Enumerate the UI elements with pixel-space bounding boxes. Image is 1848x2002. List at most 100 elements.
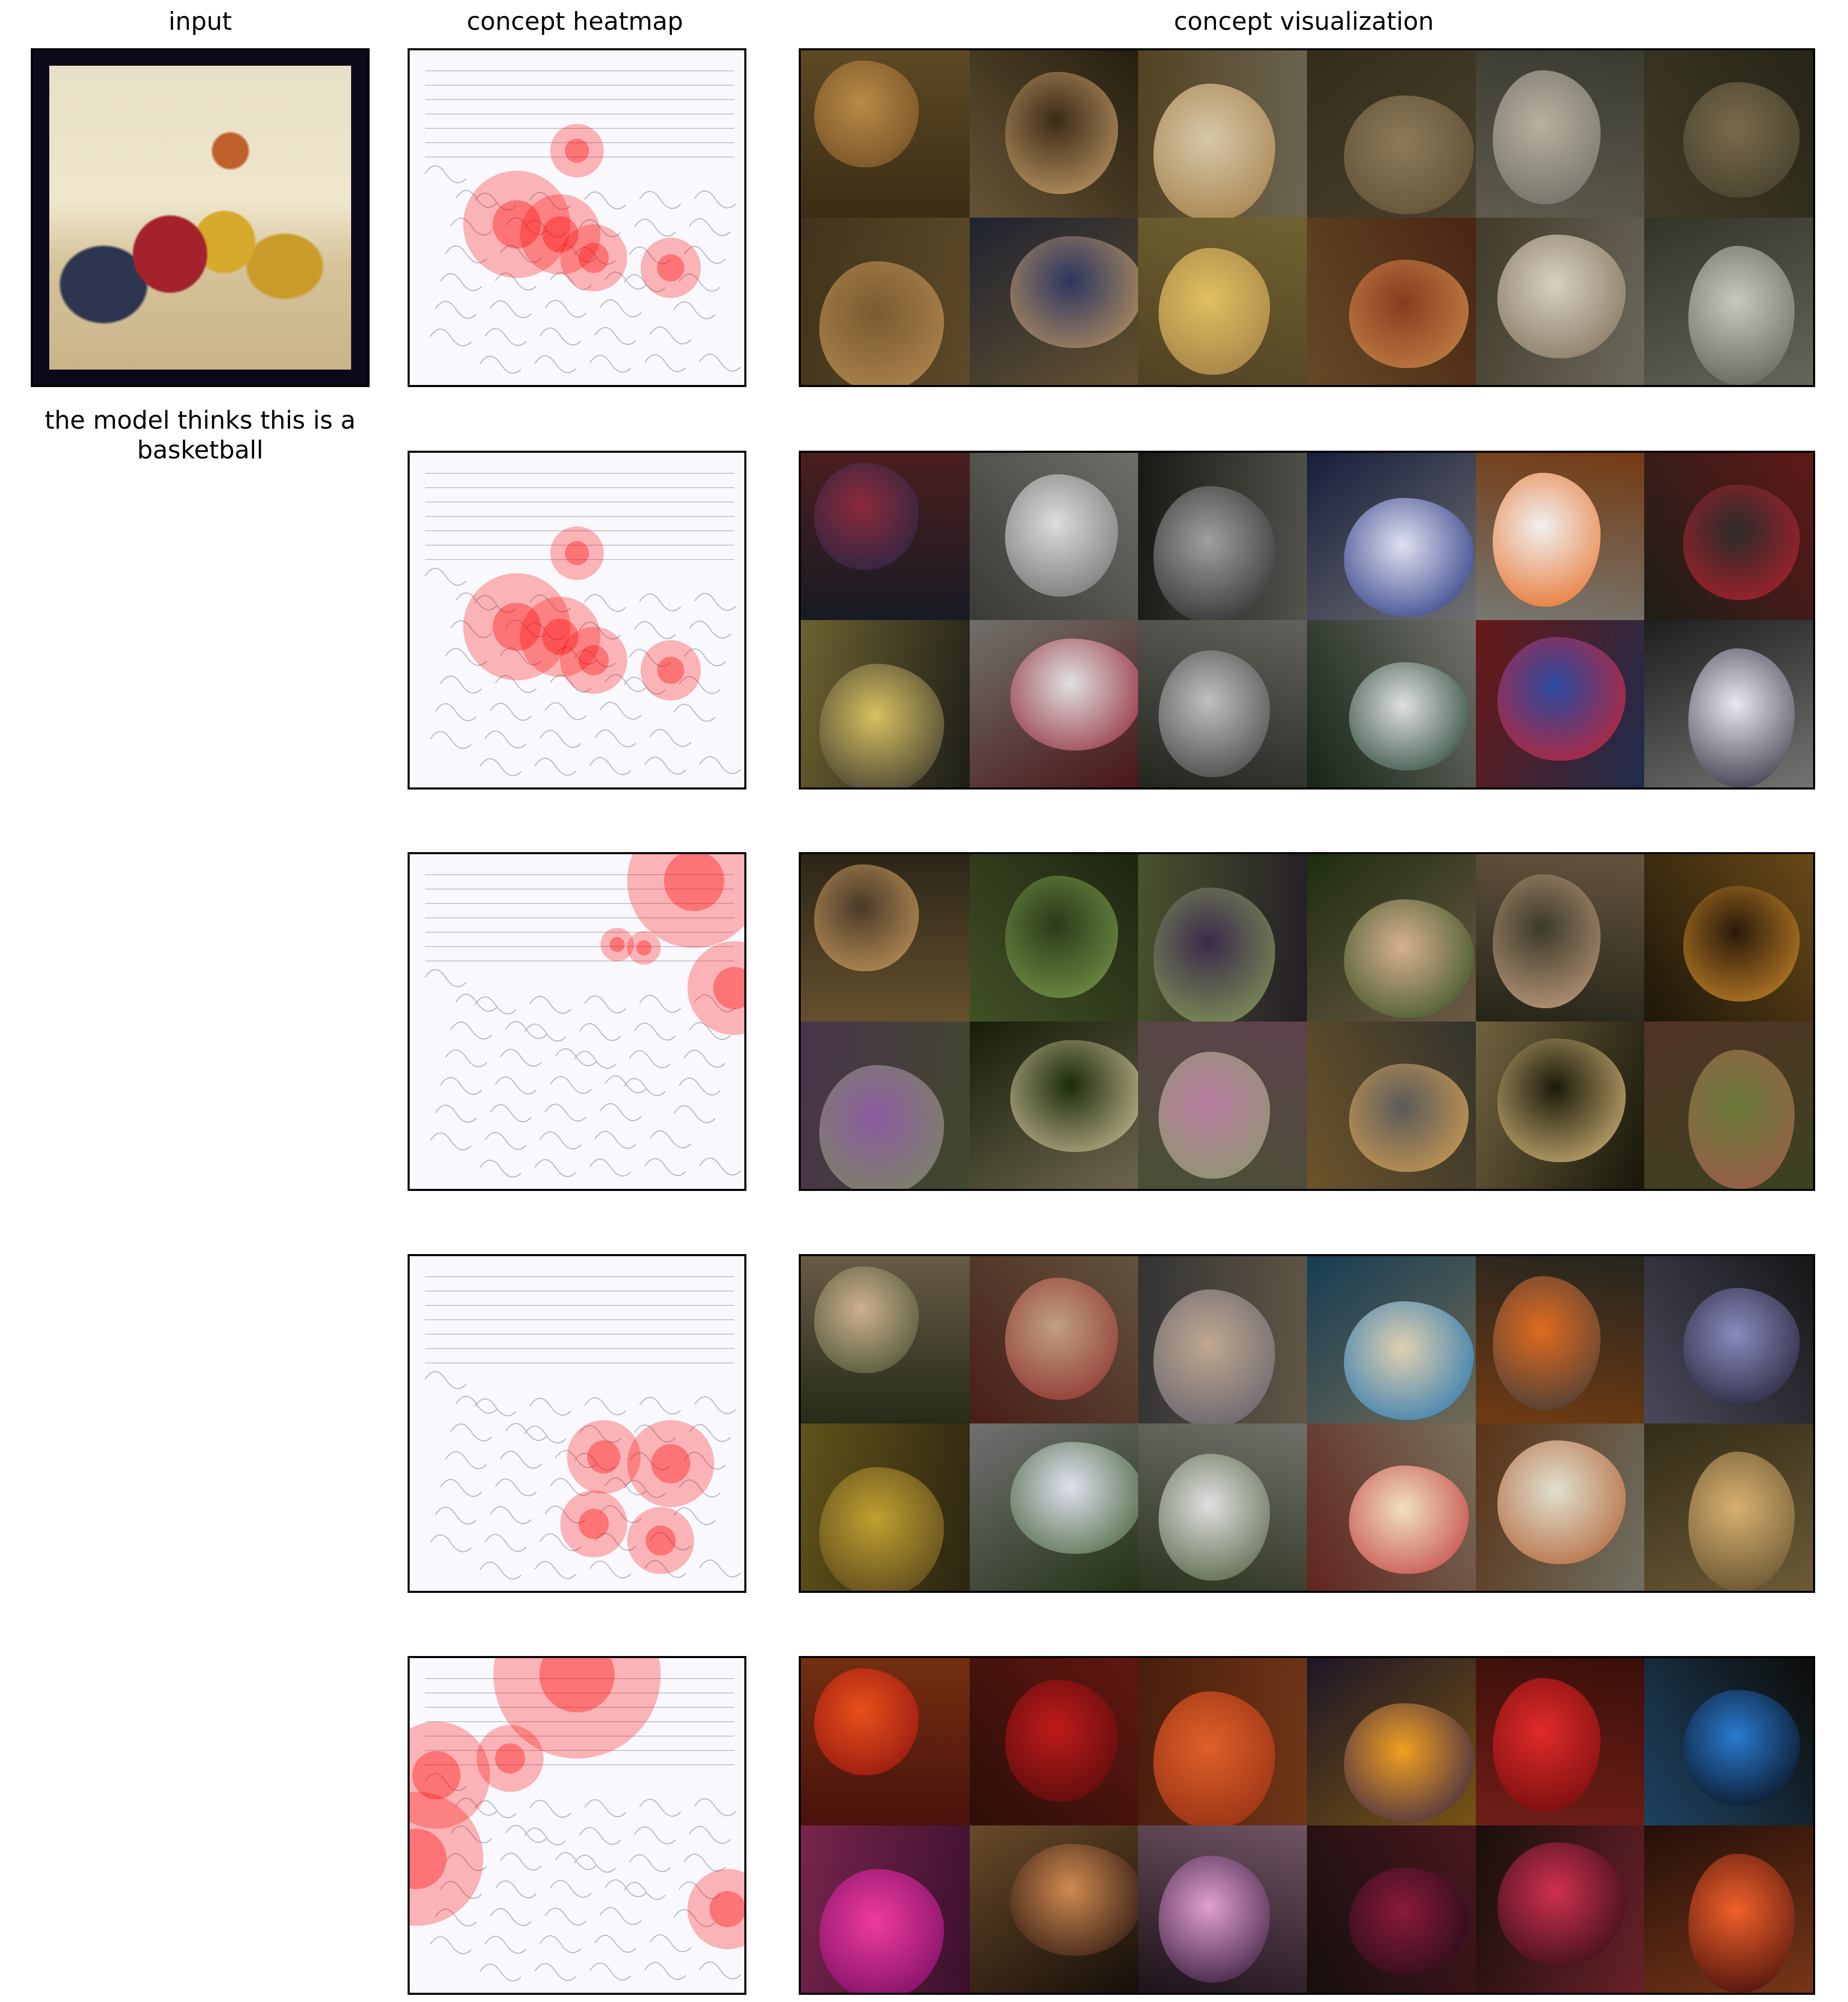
heatmap-hotspot <box>560 1490 627 1557</box>
concept-highlight-region <box>1349 1063 1469 1172</box>
concept-highlight-region <box>1688 1854 1795 1993</box>
heatmap-edge-stroke <box>425 568 467 586</box>
heatmap-hotspot-core <box>651 1444 690 1484</box>
concept-highlight-region <box>1010 236 1139 349</box>
heatmap-edge-stroke <box>455 994 497 1012</box>
heatmap-edge-stroke <box>589 1159 631 1177</box>
concept-example-image <box>1644 1423 1813 1591</box>
concept-visualization-2 <box>799 451 1815 790</box>
concept-highlight-region <box>814 60 919 168</box>
heatmap-edge-stroke <box>689 1424 731 1442</box>
heatmap-edge-stroke <box>584 995 626 1013</box>
concept-example-image <box>1306 218 1476 385</box>
heatmap-hotspot <box>410 1721 490 1829</box>
heatmap-edge-stroke <box>629 246 671 264</box>
heatmap-edge-stroke <box>445 245 487 263</box>
heatmap-hotspot-core <box>492 200 541 248</box>
concept-example-image <box>1475 453 1645 620</box>
heatmap-canvas <box>425 854 744 1178</box>
concept-example-image <box>1475 50 1645 218</box>
concept-highlight-region <box>1349 259 1469 369</box>
heatmap-edge-stroke <box>490 1506 532 1524</box>
concept-heatmap-3 <box>408 852 746 1191</box>
heatmap-edge-stroke <box>639 1799 681 1817</box>
heatmap-hotspot <box>550 124 604 178</box>
concept-highlight-region <box>819 1065 945 1189</box>
heatmap-edge-stroke <box>500 245 542 263</box>
concept-example-image <box>1644 620 1813 787</box>
heatmap-edge-stroke <box>490 703 532 721</box>
concept-example-image <box>969 854 1139 1022</box>
heatmap-edge-stroke <box>550 1478 592 1496</box>
heatmap-edge-stroke <box>624 1882 666 1900</box>
heatmap-edge-stroke <box>450 620 492 638</box>
heatmap-edge-stroke <box>495 675 537 693</box>
heatmap-edge-stroke <box>689 218 731 236</box>
heatmap-hotspot-core <box>657 657 684 684</box>
heatmap-edge-stroke <box>629 1854 671 1872</box>
heatmap-canvas <box>425 473 741 776</box>
heatmap-edge-stroke <box>555 1450 597 1468</box>
heatmap-edge-stroke <box>545 300 587 318</box>
heatmap-edge-stroke <box>699 1158 741 1176</box>
concept-example-image <box>1475 1423 1645 1591</box>
concept-highlight-region <box>1344 899 1474 1018</box>
heatmap-hotspot-core <box>709 1891 744 1928</box>
concept-example-image <box>1644 1825 1813 1993</box>
heatmap-hotspot <box>627 931 661 965</box>
concept-example-image <box>1138 854 1307 1022</box>
concept-example-image <box>801 1022 970 1189</box>
heatmap-edge-stroke <box>679 1479 721 1497</box>
heatmap-edge-stroke <box>574 1453 616 1471</box>
heatmap-edge-stroke <box>639 1397 681 1415</box>
heatmap-edge-stroke <box>430 1534 472 1552</box>
heatmap-hotspot-core <box>579 242 609 273</box>
heatmap-edge-stroke <box>435 1507 477 1525</box>
concept-example-image <box>1644 1658 1813 1825</box>
heatmap-edge-stroke <box>694 994 736 1012</box>
concept-example-image <box>1138 1423 1307 1591</box>
concept-visualization-5 <box>799 1656 1815 1995</box>
heatmap-edge-stroke <box>485 730 527 748</box>
concept-example-image <box>801 453 970 620</box>
heatmap-edge-stroke <box>545 702 587 720</box>
concept-example-image <box>1138 1825 1307 1993</box>
heatmap-edge-stroke <box>673 1909 716 1927</box>
heatmap-edge-stroke <box>689 1022 731 1040</box>
concept-example-image <box>801 1423 970 1591</box>
concept-example-image <box>1306 1022 1476 1189</box>
concept-highlight-region <box>1497 1038 1626 1162</box>
heatmap-hotspot <box>560 224 627 292</box>
concept-example-image <box>969 50 1139 218</box>
heatmap-edge-stroke <box>540 328 582 345</box>
concept-example-image <box>1644 50 1813 218</box>
heatmap-edge-stroke <box>594 729 637 747</box>
heatmap-edge-stroke <box>550 1076 592 1094</box>
heatmap-edge-stroke <box>689 621 731 639</box>
concept-example-image <box>801 620 970 787</box>
heatmap-edge-stroke <box>505 620 547 638</box>
heatmap-edge-stroke <box>505 1021 547 1039</box>
concept-highlight-region <box>1497 1440 1626 1564</box>
heatmap-hotspot <box>476 1725 544 1792</box>
heatmap-edge-stroke <box>485 1936 527 1954</box>
heatmap-edge-stroke <box>699 756 741 774</box>
concept-heatmap-1 <box>408 48 746 387</box>
heatmap-edge-stroke <box>589 1962 631 1980</box>
heatmap-edge-stroke <box>694 593 736 611</box>
heatmap-edge-stroke <box>474 192 516 210</box>
concept-example-image <box>969 1256 1139 1423</box>
concept-example-image <box>801 50 970 218</box>
heatmap-edge-stroke <box>505 217 547 235</box>
heatmap-edge-stroke <box>574 247 616 265</box>
heatmap-edge-stroke <box>500 1853 542 1871</box>
heatmap-edge-stroke <box>594 1533 637 1551</box>
concept-example-image <box>1306 854 1476 1022</box>
concept-highlight-region <box>1010 1843 1139 1956</box>
concept-example-image <box>1644 218 1813 385</box>
heatmap-edge-stroke <box>673 1507 716 1525</box>
input-image-frame <box>31 48 370 387</box>
heatmap-edge-stroke <box>639 995 681 1013</box>
heatmap-edge-stroke <box>540 730 582 748</box>
heatmap-hotspot <box>627 854 744 948</box>
